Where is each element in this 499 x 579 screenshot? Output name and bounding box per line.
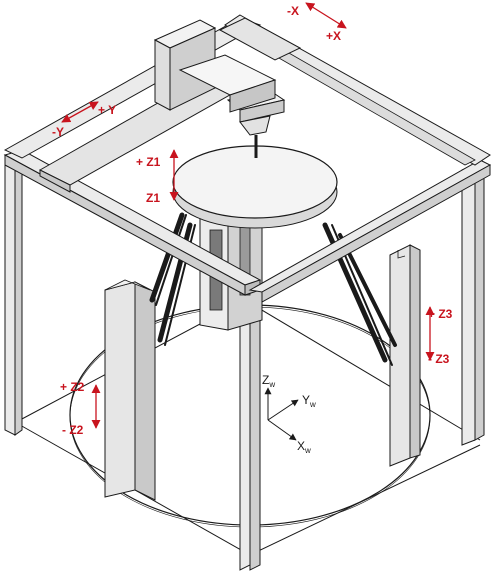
label-y-minus: -Y (52, 125, 64, 139)
label-x-plus: +X (326, 29, 341, 43)
world-axes (264, 387, 299, 441)
label-z3-minus: - Z3 (428, 352, 450, 366)
frame-top (3, 14, 492, 303)
label-y-plus: + Y (98, 103, 116, 117)
label-x-minus: -X (287, 4, 299, 18)
y-axis-arrow (61, 101, 99, 123)
label-z2-minus: - Z2 (62, 423, 84, 437)
world-y-label: Yw (302, 393, 316, 409)
world-x-axis (267, 419, 297, 441)
label-z1-plus: + Z1 (136, 155, 161, 169)
label-z1-minus: Z1 (146, 191, 160, 205)
motion-arrows (61, 2, 435, 429)
x-axis-arrow (305, 2, 347, 29)
column-z3 (389, 244, 421, 467)
world-x-label: Xw (297, 439, 311, 455)
label-z3-plus: + Z3 (428, 307, 453, 321)
moving-platform (172, 145, 338, 229)
label-z2-plus: + Z2 (60, 380, 85, 394)
column-z2 (104, 279, 156, 501)
world-y-axis (267, 399, 299, 421)
gantry-carriage (153, 19, 277, 113)
frame-post-left (4, 164, 23, 436)
world-z-label: Zw (262, 373, 275, 389)
frame-post-front (239, 294, 261, 571)
frame-post-back-right (461, 164, 485, 446)
